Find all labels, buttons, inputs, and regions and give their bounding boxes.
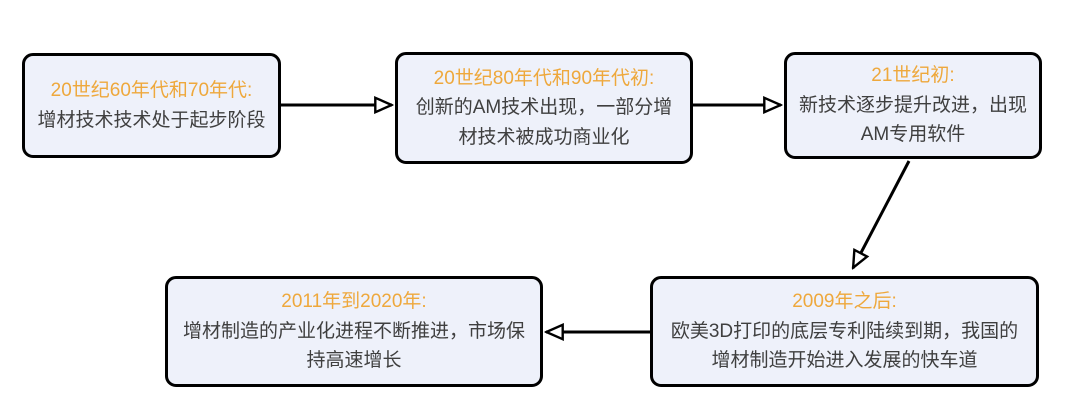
- box-title: 20世纪60年代和70年代:: [50, 80, 253, 102]
- box-title: 21世纪初:: [871, 65, 955, 87]
- flow-box-1980s-90s: 20世纪80年代和90年代初: 创新的AM技术出现，一部分增 材技术被成功商业化: [395, 52, 693, 164]
- box-body: 创新的AM技术出现，一部分增 材技术被成功商业化: [415, 97, 673, 148]
- box-body: 欧美3D打印的底层专利陆续到期，我国的 增材制造开始进入发展的快车道: [670, 320, 1019, 372]
- flow-box-early-21st-century: 21世纪初: 新技术逐步提升改进，出现 AM专用软件: [784, 52, 1042, 159]
- flow-box-after-2009: 2009年之后: 欧美3D打印的底层专利陆续到期，我国的 增材制造开始进入发展的…: [650, 276, 1039, 387]
- box-body: 增材技术技术处于起步阶段: [37, 109, 266, 131]
- box-title: 2011年到2020年:: [281, 291, 427, 313]
- flow-box-2011-2020: 2011年到2020年: 增材制造的产业化进程不断推进，市场保 持高速增长: [165, 276, 543, 387]
- box-title: 2009年之后:: [792, 291, 897, 313]
- box-body: 增材制造的产业化进程不断推进，市场保 持高速增长: [182, 320, 525, 372]
- arrow-2000s-to-2009: [851, 160, 911, 268]
- box-title: 20世纪80年代和90年代初:: [433, 67, 655, 89]
- flow-box-1960s-70s: 20世纪60年代和70年代: 增材技术技术处于起步阶段: [22, 53, 281, 158]
- box-body: 新技术逐步提升改进，出现 AM专用软件: [798, 94, 1027, 146]
